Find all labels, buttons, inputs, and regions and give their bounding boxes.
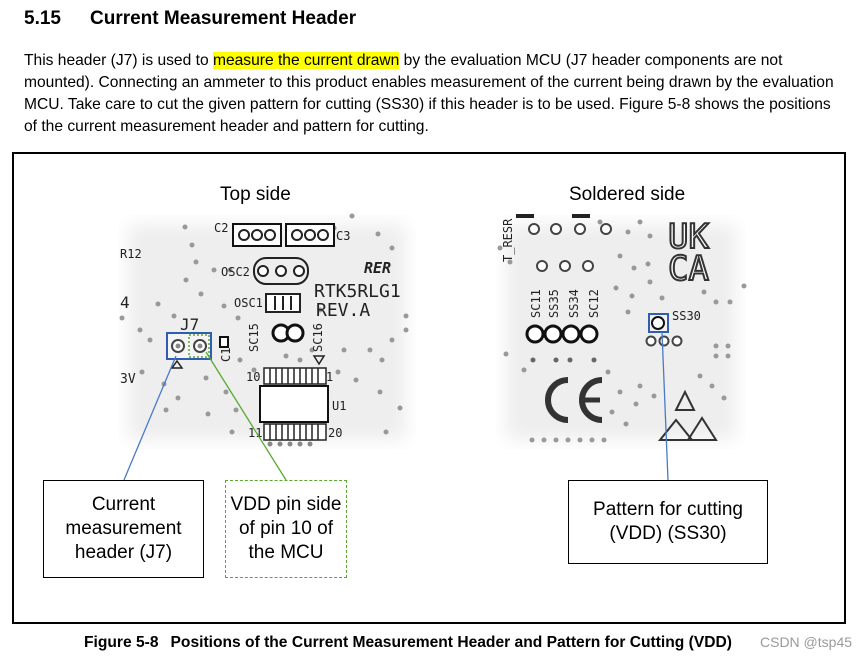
- vdd-pin-callout: VDD pin side of pin 10 of the MCU: [225, 480, 347, 578]
- j7-header: [166, 332, 212, 369]
- silk-sc16: SC16: [311, 323, 325, 352]
- silk-c1: C1: [219, 348, 233, 362]
- bottom-solder-jumpers: [525, 324, 599, 344]
- vdd-pin-callout-text: VDD pin side of pin 10 of the MCU: [230, 494, 342, 563]
- body-paragraph: This header (J7) is used to measure the …: [24, 50, 846, 138]
- highlighted-phrase: measure the current drawn: [212, 52, 400, 69]
- silk-c3: C3: [336, 229, 350, 243]
- silk-pin20: 20: [328, 426, 342, 440]
- c1-cap: [219, 336, 229, 348]
- paragraph-text-start: This header (J7) is used to: [24, 52, 213, 69]
- recycle-mark: [674, 389, 696, 411]
- renesas-logo: RER: [364, 259, 391, 277]
- watermark: CSDN @tsp45: [760, 634, 853, 650]
- section-number: 5.15: [24, 8, 61, 29]
- silk-ss35: SS35: [547, 289, 561, 318]
- bottom-vias: [497, 219, 747, 443]
- vdd-leader-line: [205, 351, 287, 481]
- ukca-uk: UK: [668, 217, 709, 257]
- silk-sc15: SC15: [247, 323, 261, 352]
- ss30-leader-line: [661, 331, 669, 481]
- silk-ss30: SS30: [672, 309, 701, 323]
- top-side-label: Top side: [220, 184, 291, 205]
- silk-j7: J7: [180, 315, 199, 334]
- silk-t-resr: T_RESR: [501, 218, 515, 262]
- j7-callout: Current measurement header (J7): [43, 480, 204, 578]
- silk-board-name: RTK5RLG1: [314, 281, 401, 302]
- j7-callout-text: Current measurement header (J7): [65, 494, 182, 563]
- silk-pin1: 1: [326, 370, 333, 384]
- silk-sc11: SC11: [529, 289, 543, 318]
- ss30-callout: Pattern for cutting (VDD) (SS30): [568, 480, 768, 564]
- bottom-header-pads: [528, 223, 612, 272]
- jumper-vias: [530, 357, 597, 363]
- ss30-callout-text: Pattern for cutting (VDD) (SS30): [593, 499, 743, 544]
- silk-c2: C2: [214, 221, 228, 235]
- silk-ss34: SS34: [567, 289, 581, 318]
- silk-osc2: OSC2: [221, 265, 250, 279]
- figure-caption: Figure 5-8 Positions of the Current Measu…: [84, 634, 732, 652]
- paragraph-text-end: by the evaluation MCU (J7 header compone…: [24, 52, 834, 135]
- figure-number: Figure 5-8: [84, 634, 159, 651]
- ss30-pattern: [645, 313, 683, 347]
- silk-u1: U1: [332, 399, 346, 413]
- silk-sc12: SC12: [587, 289, 601, 318]
- section-heading: 5.15 Current Measurement Header: [24, 8, 356, 30]
- figure-caption-text: Positions of the Current Measurement Hea…: [170, 634, 732, 651]
- silk-r12: R12: [120, 247, 142, 261]
- u1-bottom-vias: [267, 441, 313, 447]
- osc2-outline: [253, 257, 309, 285]
- silk-rev: REV.A: [316, 300, 370, 321]
- silk-4: 4: [120, 293, 130, 312]
- silk-osc1: OSC1: [234, 296, 263, 310]
- j7-leader-line: [123, 355, 177, 481]
- section-title: Current Measurement Header: [90, 8, 357, 29]
- silk-3v: 3V: [120, 372, 136, 387]
- soldered-side-label: Soldered side: [569, 184, 686, 205]
- ukca-ca: CA: [668, 249, 709, 289]
- ce-mark: [545, 377, 603, 423]
- u1-chip: [259, 367, 329, 441]
- sc16-jumper: [285, 323, 305, 343]
- figure-frame: [12, 152, 846, 624]
- silk-pin10: 10: [246, 370, 260, 384]
